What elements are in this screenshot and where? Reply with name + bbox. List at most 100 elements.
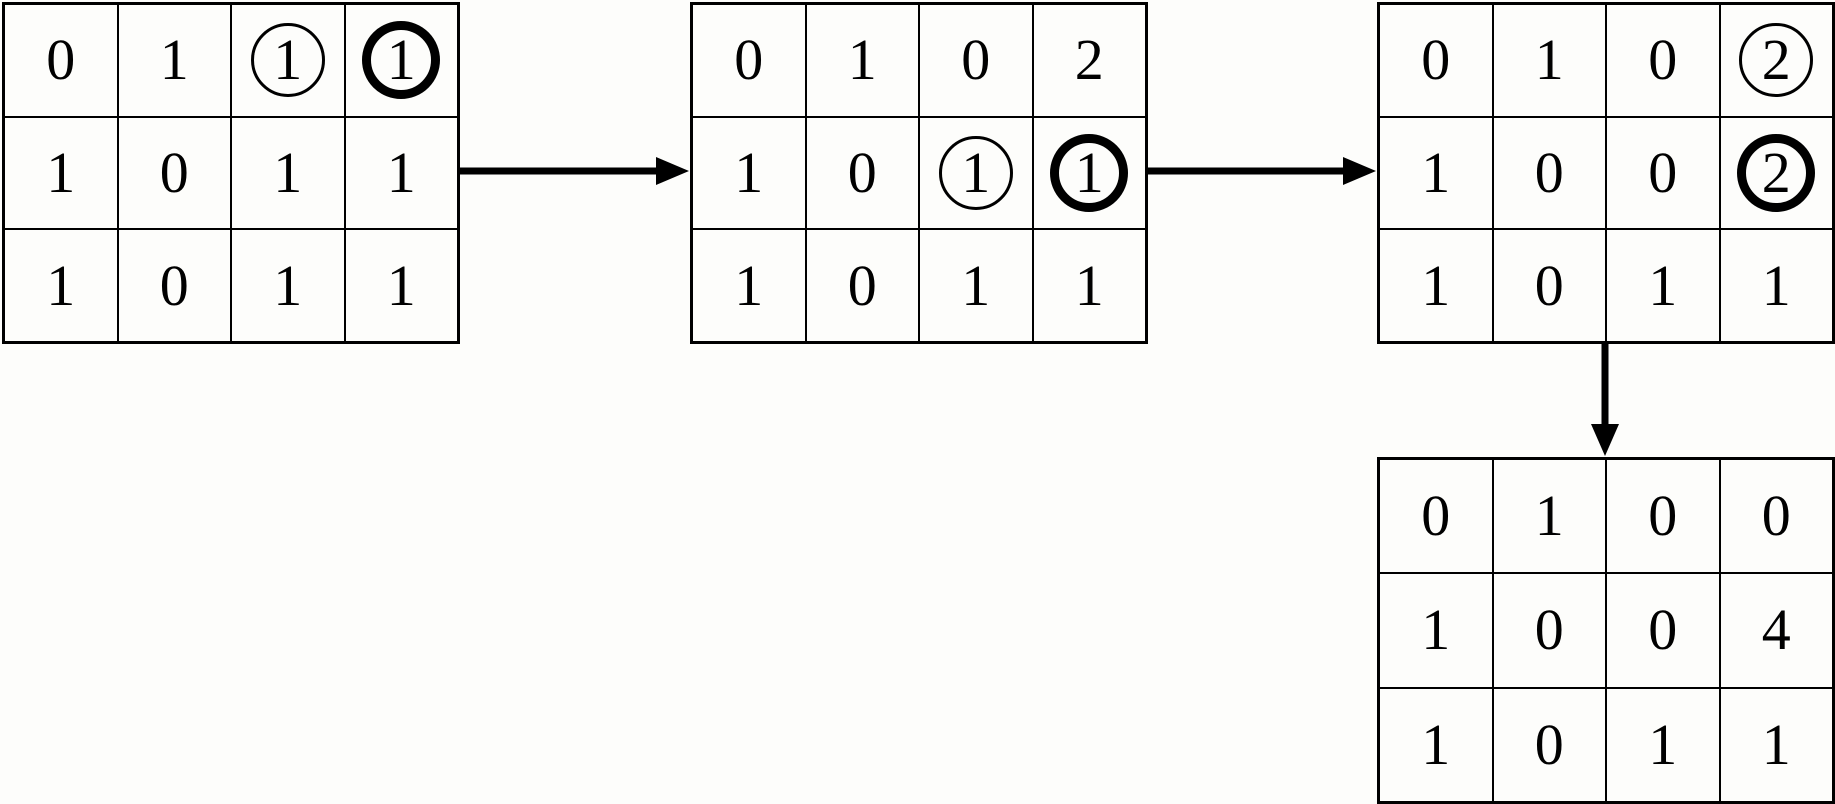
grid-cell: 1 [1492, 4, 1606, 117]
cell-value: 0 [1534, 252, 1564, 318]
cell-value: 0 [1421, 483, 1451, 549]
grid-cell: 1 [344, 116, 458, 230]
matrix-step-4: 0 1 0 0 1 0 0 4 1 0 1 1 [1377, 457, 1835, 804]
cell-value: 1 [734, 139, 764, 205]
grid-cell: 1 [1606, 229, 1720, 342]
grid-cell: 1 [231, 4, 345, 117]
thick-circled-cell-value: 2 [1737, 133, 1816, 212]
grid-cell: 0 [1492, 573, 1606, 688]
grid-cell: 1 [231, 229, 345, 342]
cell-value: 1 [1421, 597, 1451, 663]
grid-cell: 0 [1379, 4, 1493, 117]
cell-value: 0 [159, 139, 189, 205]
cell-value: 0 [1648, 483, 1678, 549]
grid-cell: 1 [344, 229, 458, 342]
thick-circled-cell-value: 1 [362, 21, 441, 100]
cell-value: 0 [1648, 139, 1678, 205]
grid-cell: 1 [692, 116, 806, 230]
cell-value: 1 [1648, 252, 1678, 318]
cell-value: 0 [1421, 27, 1451, 93]
grid-cell: 1 [231, 116, 345, 230]
grid-cell: 2 [1719, 116, 1833, 230]
grid-cell: 0 [1719, 459, 1833, 574]
grid-cell: 1 [1719, 687, 1833, 802]
cell-value: 0 [1534, 597, 1564, 663]
cell-value: 1 [961, 252, 991, 318]
grid-cell: 1 [1606, 687, 1720, 802]
cell-value: 4 [1761, 597, 1791, 663]
arrow-down-icon [1591, 344, 1619, 456]
grid-cell: 1 [4, 116, 118, 230]
cell-value: 1 [386, 252, 416, 318]
cell-value: 0 [847, 139, 877, 205]
grid-cell: 1 [344, 4, 458, 117]
grid-cell: 1 [1492, 459, 1606, 574]
grid-cell: 0 [1606, 573, 1720, 688]
grid-cell: 1 [117, 4, 231, 117]
cell-value: 1 [159, 27, 189, 93]
grid-cell: 0 [117, 229, 231, 342]
grid-cell: 1 [1379, 687, 1493, 802]
grid-cell: 0 [1492, 687, 1606, 802]
arrow-right-icon [1146, 157, 1376, 185]
grid-cell: 2 [1719, 4, 1833, 117]
cell-value: 1 [1074, 252, 1104, 318]
grid-cell: 1 [1379, 229, 1493, 342]
cell-value: 1 [1421, 711, 1451, 777]
grid-cell: 1 [805, 4, 919, 117]
cell-value: 2 [1074, 27, 1104, 93]
cell-value: 1 [273, 252, 303, 318]
grid-cell: 1 [4, 229, 118, 342]
grid-cell: 0 [117, 116, 231, 230]
grid-cell: 1 [919, 116, 1033, 230]
grid-cell: 0 [805, 116, 919, 230]
cell-value: 1 [1421, 252, 1451, 318]
grid-cell: 1 [692, 229, 806, 342]
cell-value: 0 [1761, 483, 1791, 549]
cell-value: 1 [734, 252, 764, 318]
cell-value: 0 [734, 27, 764, 93]
grid-cell: 0 [1606, 4, 1720, 117]
grid-cell: 1 [919, 229, 1033, 342]
cell-value: 1 [1648, 711, 1678, 777]
cell-value: 0 [1648, 597, 1678, 663]
grid-cell: 0 [1492, 229, 1606, 342]
cell-value: 1 [1761, 252, 1791, 318]
cell-value: 1 [386, 139, 416, 205]
cell-value: 1 [46, 252, 76, 318]
grid-cell: 0 [692, 4, 806, 117]
grid-cell: 1 [1719, 229, 1833, 342]
grid-cell: 2 [1032, 4, 1146, 117]
cell-value: 0 [46, 27, 76, 93]
grid-cell: 0 [805, 229, 919, 342]
grid-cell: 1 [1379, 573, 1493, 688]
grid-cell: 4 [1719, 573, 1833, 688]
cell-value: 1 [273, 139, 303, 205]
cell-value: 0 [1648, 27, 1678, 93]
cell-value: 1 [1421, 139, 1451, 205]
arrow-right-icon [458, 157, 689, 185]
cell-value: 1 [847, 27, 877, 93]
cell-value: 0 [847, 252, 877, 318]
cell-value: 1 [46, 139, 76, 205]
thin-circled-cell-value: 1 [938, 135, 1013, 210]
cell-value: 0 [1534, 711, 1564, 777]
cell-value: 0 [1534, 139, 1564, 205]
cell-value: 0 [159, 252, 189, 318]
thick-circled-cell-value: 1 [1050, 133, 1129, 212]
grid-cell: 1 [1032, 229, 1146, 342]
cell-value: 1 [1534, 483, 1564, 549]
cell-value: 0 [961, 27, 991, 93]
thin-circled-cell-value: 2 [1739, 23, 1814, 98]
thin-circled-cell-value: 1 [250, 23, 325, 98]
grid-cell: 0 [919, 4, 1033, 117]
cell-value: 1 [1534, 27, 1564, 93]
cell-value: 1 [1761, 711, 1791, 777]
grid-cell: 1 [1032, 116, 1146, 230]
grid-cell: 0 [1606, 459, 1720, 574]
grid-cell: 1 [1379, 116, 1493, 230]
